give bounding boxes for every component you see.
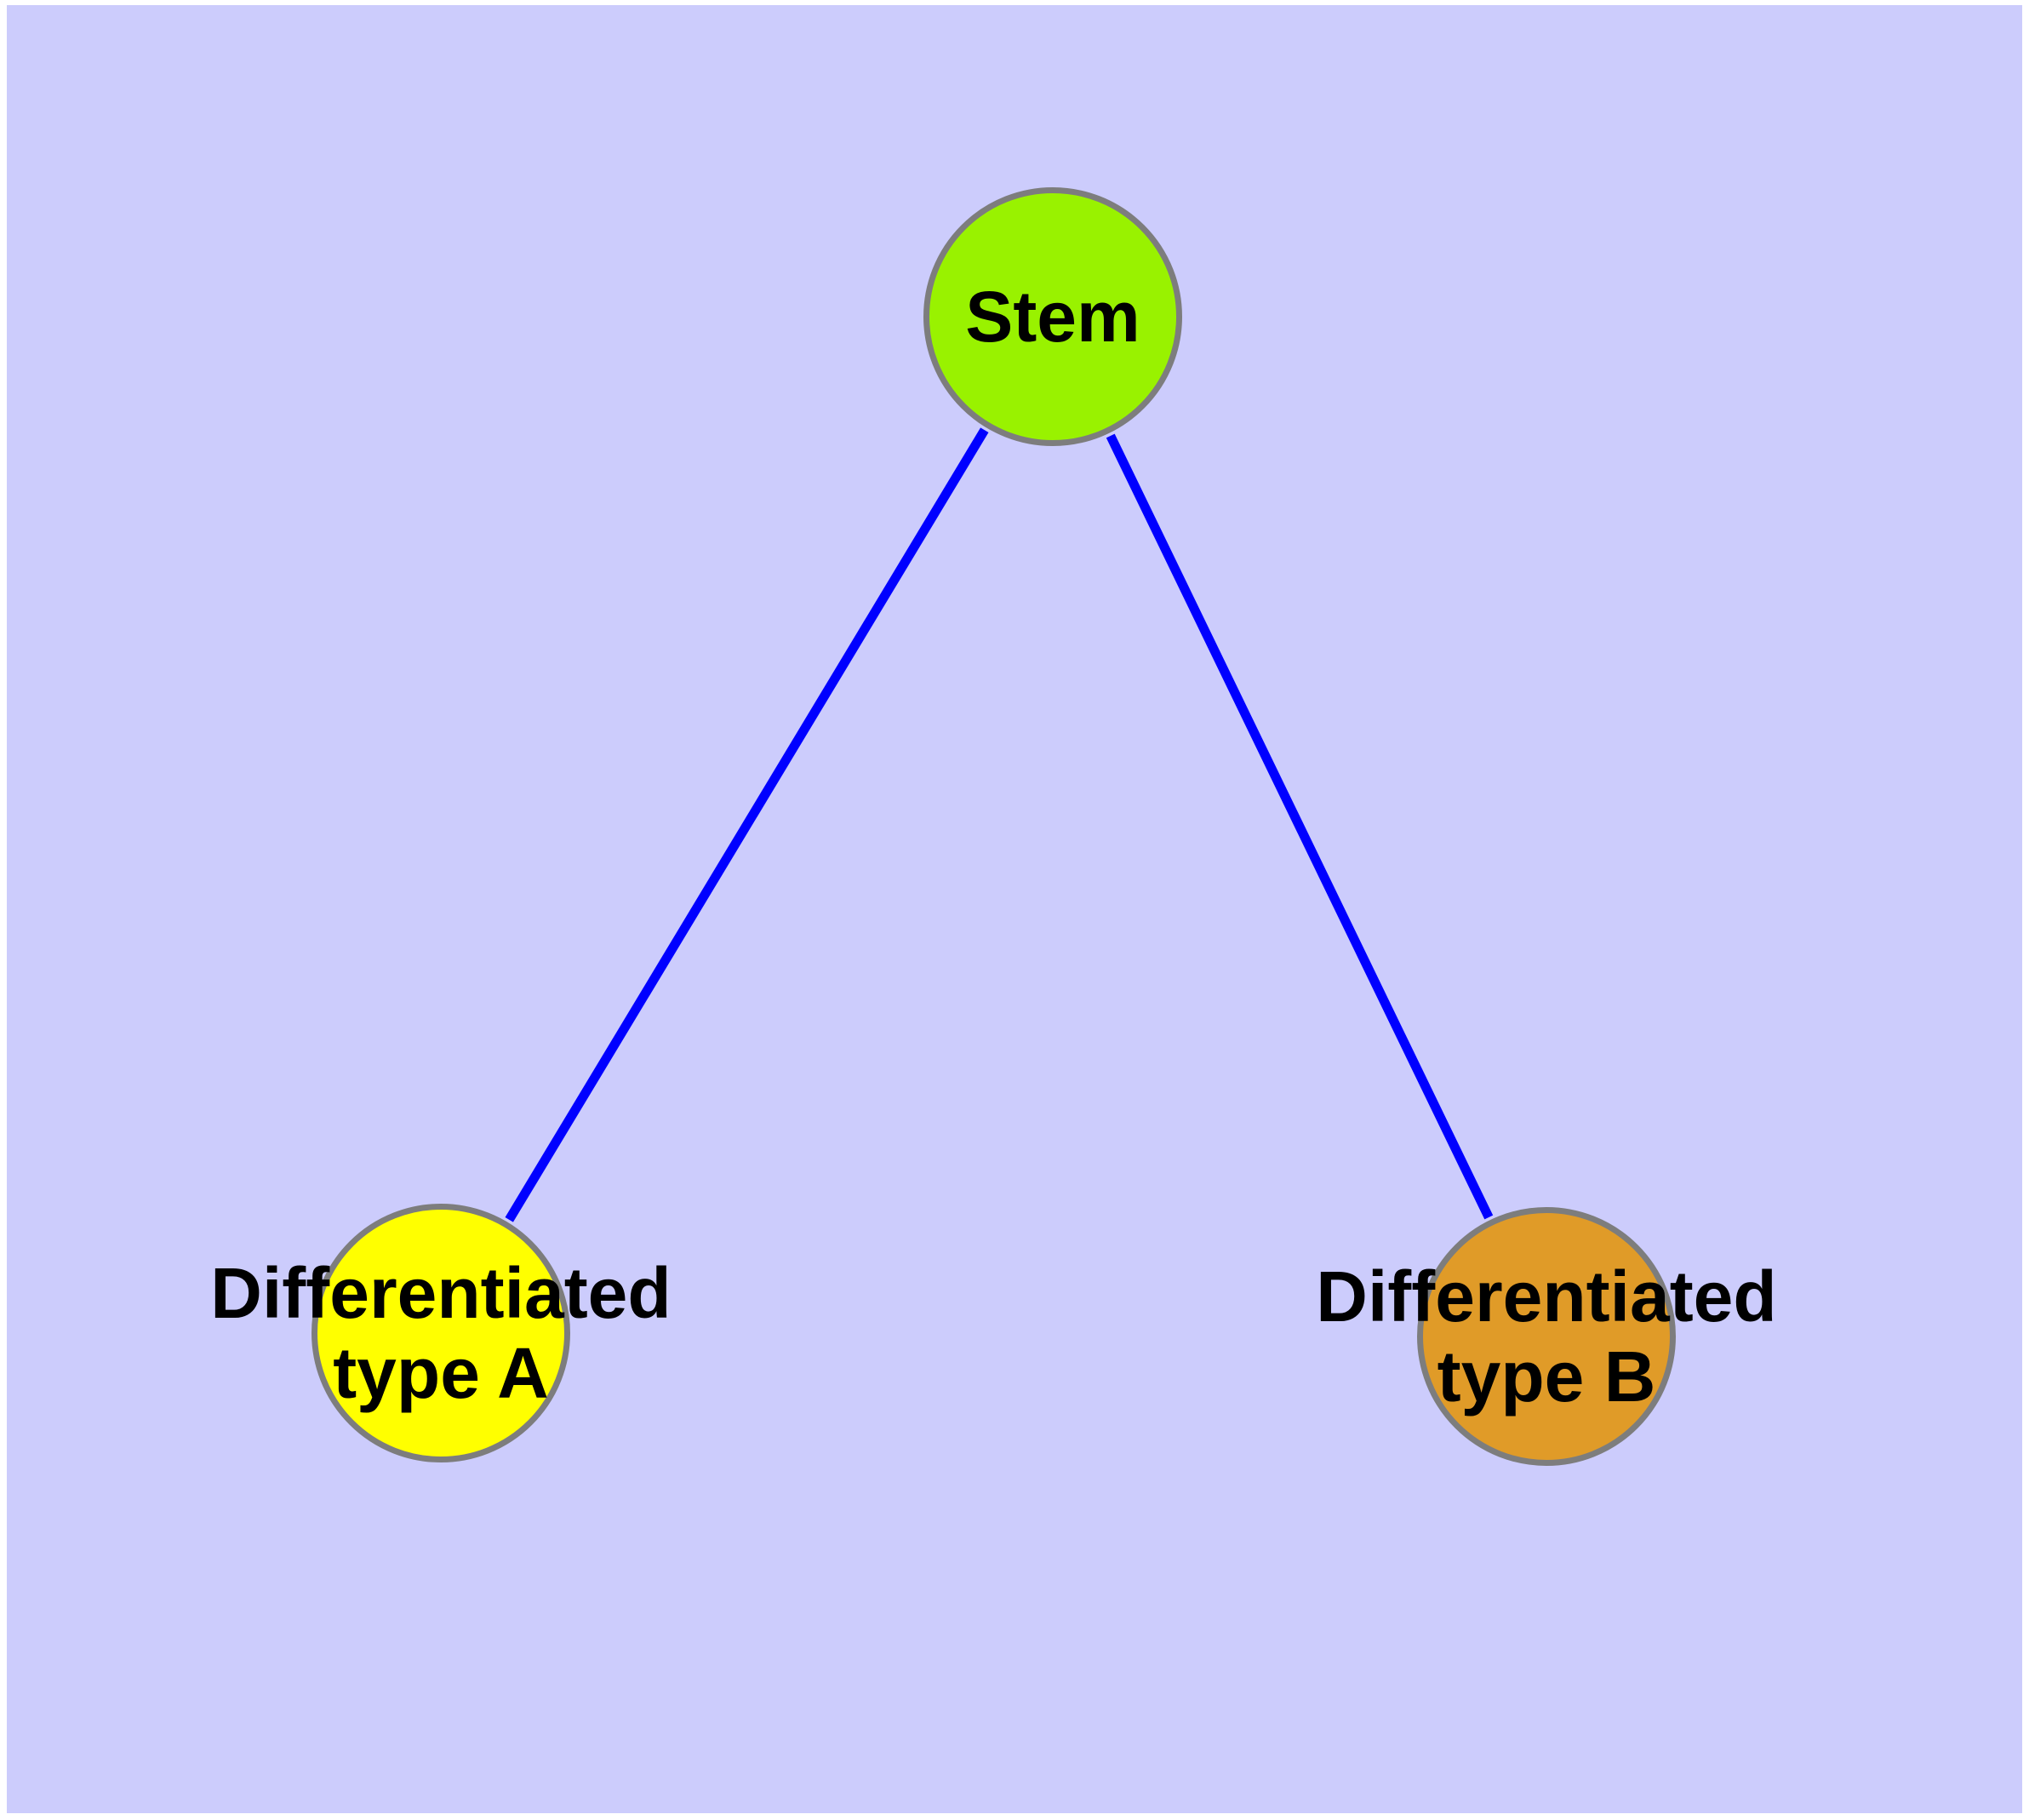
node-differentiated-type-b[interactable]	[1417, 1207, 1676, 1466]
node-layer: Stem Differentiated type A Differentiate…	[7, 5, 2022, 1813]
node-stem[interactable]	[923, 187, 1182, 446]
edge-stem-to-differentiated-b	[1106, 433, 1494, 1220]
node-differentiated-type-a[interactable]	[311, 1204, 570, 1462]
edge-stem-to-differentiated-a	[505, 427, 989, 1222]
edge-layer	[505, 427, 1494, 1222]
diagram-plot-area: Stem Differentiated type A Differentiate…	[7, 5, 2022, 1813]
